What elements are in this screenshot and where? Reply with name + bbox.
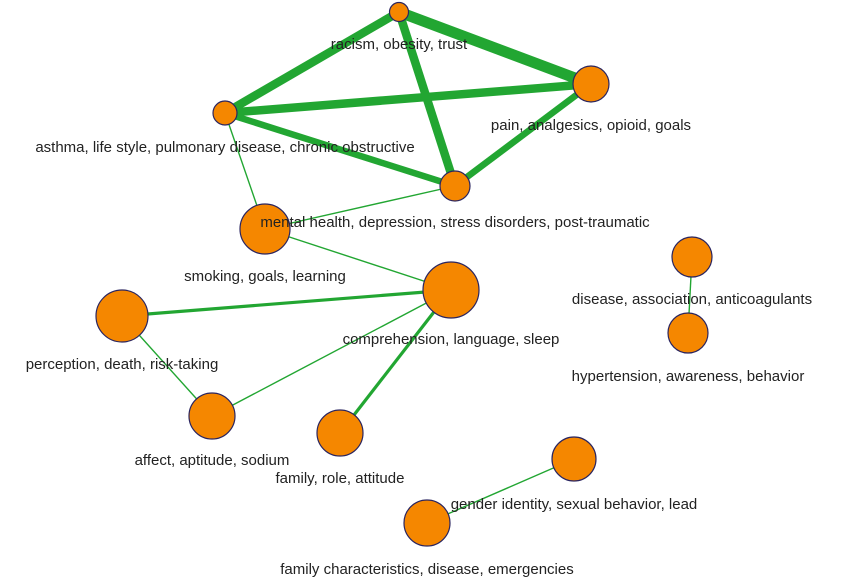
node-perception[interactable] (95, 289, 149, 343)
edge-pain-mental (453, 81, 593, 189)
edge-gender-family_char (426, 458, 575, 524)
node-label-disease_assoc: disease, association, anticoagulants (572, 291, 812, 308)
node-comprehension[interactable] (422, 261, 480, 319)
node-label-perception: perception, death, risk-taking (26, 356, 219, 373)
edge-racism-pain (397, 6, 593, 90)
edge-smoking-comprehension (264, 228, 452, 291)
node-label-pain: pain, analgesics, opioid, goals (491, 117, 691, 134)
nodes-layer (95, 1, 713, 547)
node-label-gender: gender identity, sexual behavior, lead (451, 496, 698, 513)
edges-layer (121, 6, 693, 524)
node-label-family_role: family, role, attitude (276, 470, 405, 487)
node-label-racism: racism, obesity, trust (331, 36, 468, 53)
node-pain[interactable] (572, 65, 610, 103)
node-label-family_char: family characteristics, disease, emergen… (280, 561, 573, 578)
node-asthma[interactable] (212, 100, 238, 126)
node-family_char[interactable] (403, 499, 451, 547)
node-affect[interactable] (188, 392, 236, 440)
labels-layer: racism, obesity, trust pain, analgesics, … (26, 36, 812, 578)
edge-comprehension-family_role (338, 289, 453, 434)
node-label-hypertension: hypertension, awareness, behavior (572, 368, 805, 385)
node-label-smoking: smoking, goals, learning (184, 268, 346, 285)
node-mental[interactable] (439, 170, 471, 202)
node-label-mental: mental health, depression, stress disord… (260, 214, 650, 231)
edge-comprehension-perception (121, 288, 452, 318)
node-smoking[interactable] (239, 203, 291, 255)
node-label-comprehension: comprehension, language, sleep (343, 331, 560, 348)
node-racism[interactable] (388, 1, 410, 23)
edge-asthma-mental (224, 109, 456, 190)
node-disease_assoc[interactable] (671, 236, 713, 278)
node-hypertension[interactable] (667, 312, 709, 354)
node-label-asthma: asthma, life style, pulmonary disease, c… (35, 139, 414, 156)
edge-asthma-pain (224, 79, 592, 118)
edge-mental-smoking (264, 185, 456, 230)
node-label-affect: affect, aptitude, sodium (135, 452, 290, 469)
node-family_role[interactable] (316, 409, 364, 457)
edge-racism-asthma (222, 8, 402, 117)
edge-comprehension-affect (211, 289, 452, 417)
node-gender[interactable] (551, 436, 597, 482)
